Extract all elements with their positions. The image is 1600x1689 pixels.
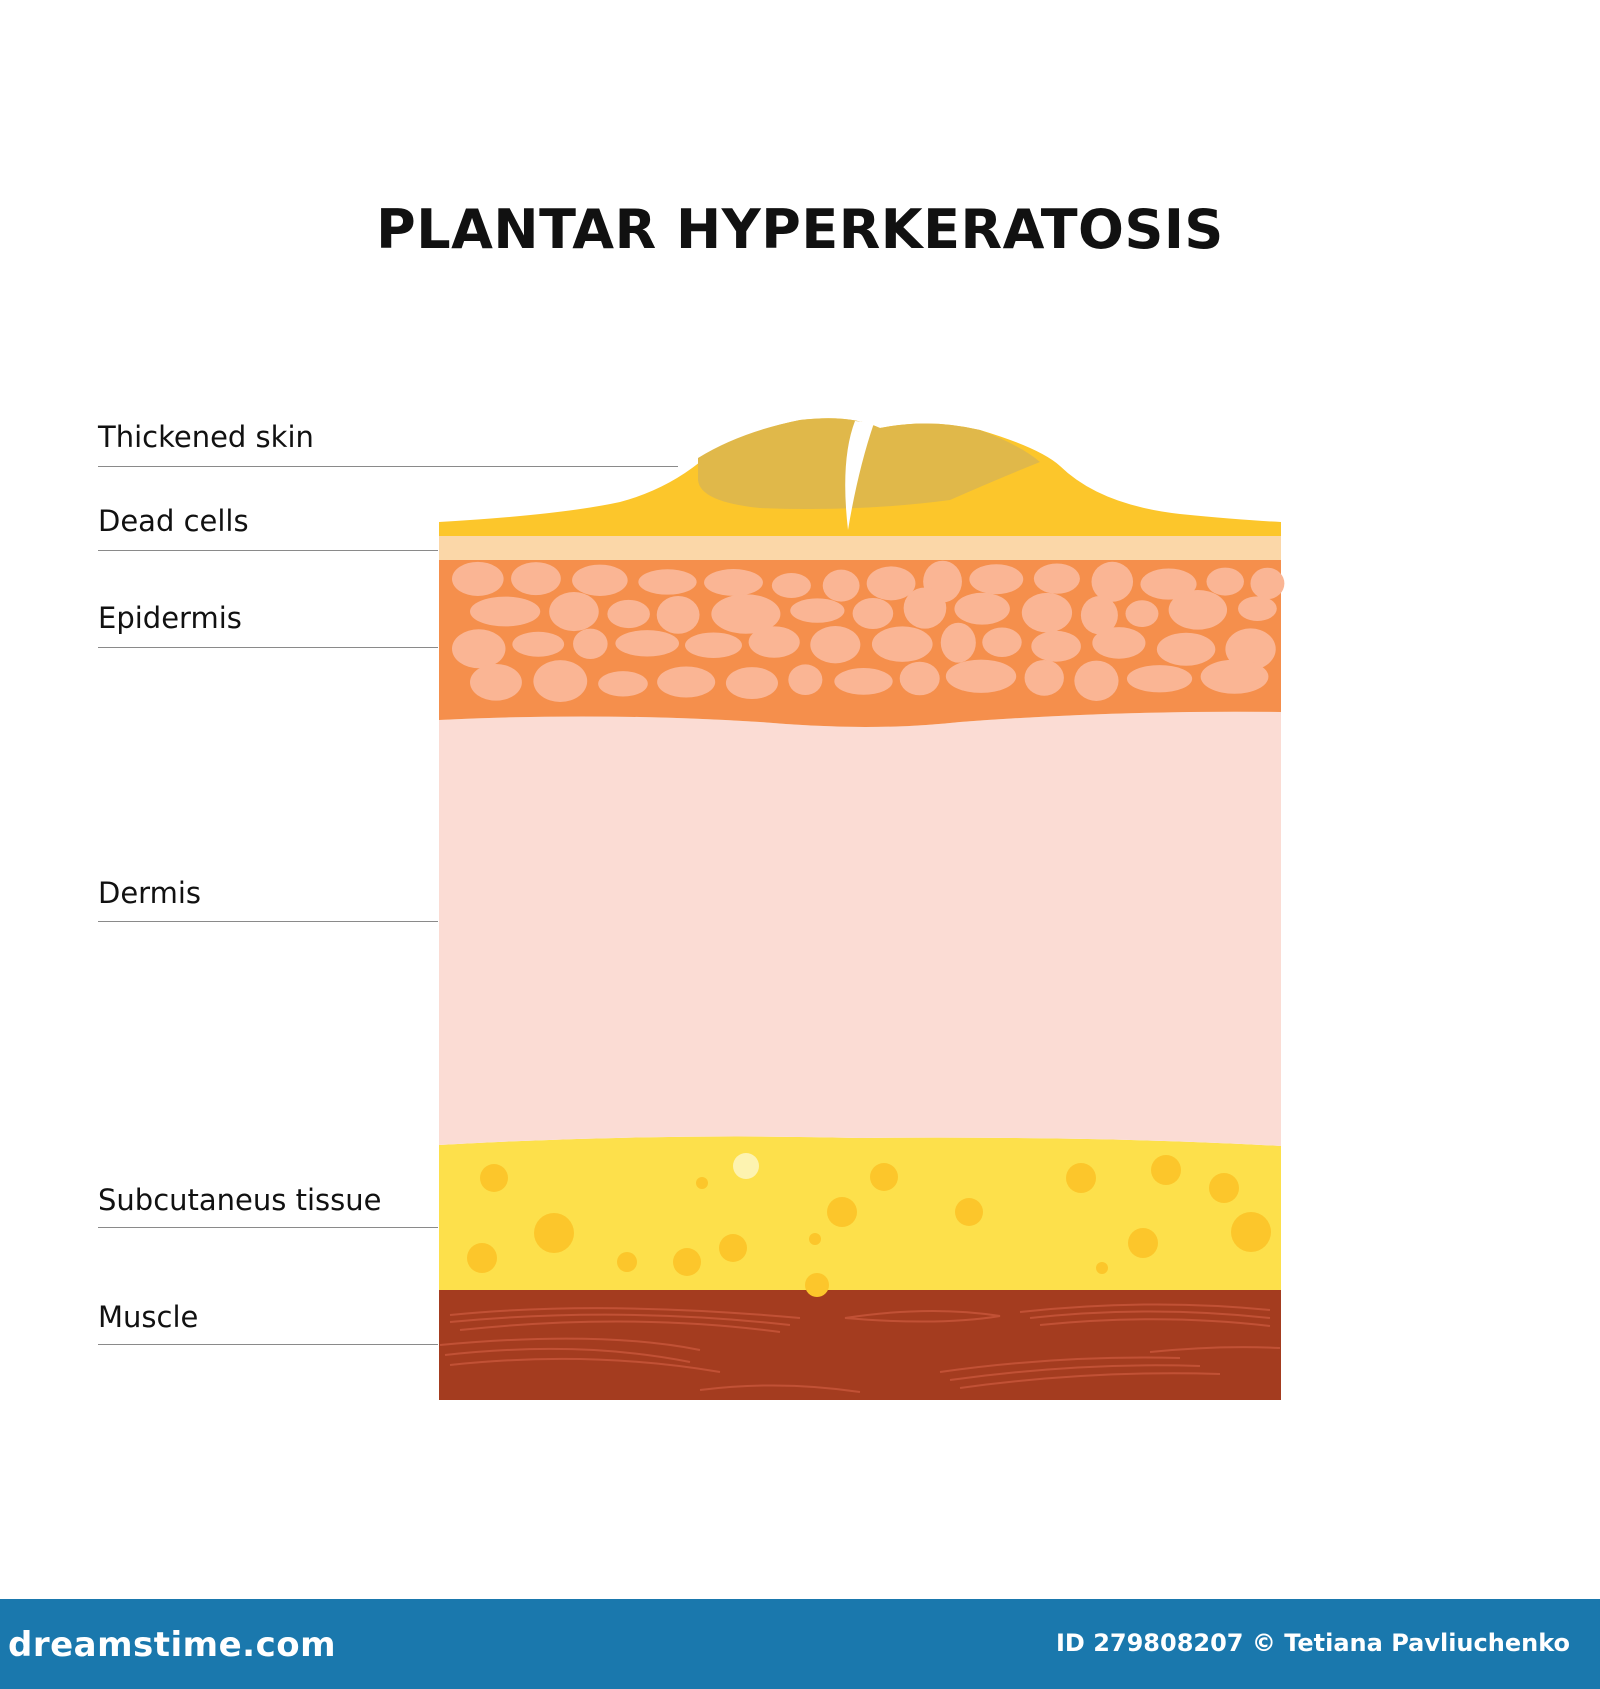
subcutaneous-layer (439, 1136, 1281, 1297)
epidermis-cell (810, 626, 861, 664)
epidermis-cell (549, 592, 599, 632)
leader-line-dermis (98, 921, 438, 922)
label-dermis: Dermis (98, 876, 202, 910)
epidermis-cell (657, 666, 716, 698)
label-epidermis: Epidermis (98, 601, 242, 635)
muscle-layer (439, 1290, 1281, 1400)
epidermis-cell (866, 566, 916, 601)
leader-line-subcutaneous-tissue (98, 1227, 438, 1228)
epidermis-cell (685, 632, 742, 659)
leader-line-epidermis (98, 647, 438, 648)
footer-bar: dreamstime.com ID 279808207 © Tetiana Pa… (0, 1599, 1600, 1689)
thickened-skin-layer (439, 418, 1281, 536)
epidermis-cell (1021, 592, 1073, 633)
subcutaneous-block (439, 1136, 1281, 1290)
epidermis-cell (533, 660, 588, 702)
muscle-fibers (439, 1303, 1281, 1393)
dead-cells-layer (439, 536, 1281, 560)
epidermis-cell (1140, 568, 1197, 600)
epidermis-cell (1206, 567, 1244, 596)
epidermis-cell (512, 631, 565, 657)
diagram-title: PLANTAR HYPERKERATOSIS (376, 198, 1224, 261)
epidermis-cell (1024, 659, 1064, 696)
epidermis-layer (439, 560, 1285, 727)
fat-globules (467, 1155, 1271, 1297)
epidermis-cell (834, 668, 893, 695)
epidermis-cell (1074, 660, 1119, 701)
epidermis-cell (711, 594, 781, 634)
epidermis-cell (470, 663, 522, 701)
leader-line-thickened-skin (98, 466, 678, 467)
epidermis-cell (1238, 596, 1277, 621)
epidermis-cell (822, 569, 860, 602)
dermis-layer (439, 711, 1281, 1146)
epidermis-cell (982, 627, 1022, 657)
epidermis-cell (572, 564, 628, 596)
epidermis-cell (511, 562, 561, 596)
highlight-globule (733, 1153, 759, 1179)
epidermis-cell (1168, 590, 1228, 630)
epidermis-cell (1080, 596, 1118, 635)
epidermis-cell (945, 659, 1017, 693)
epidermis-cell (725, 667, 778, 700)
footer-brand: dreamstime.com (8, 1625, 337, 1665)
epidermis-cell (903, 587, 947, 629)
epidermis-cell (452, 561, 504, 596)
epidermis-cell (1156, 632, 1216, 666)
epidermis-cell (852, 597, 894, 630)
epidermis-cell (638, 569, 697, 595)
epidermis-cell (899, 661, 940, 696)
leader-line-muscle (98, 1344, 438, 1345)
label-thickened-skin: Thickened skin (98, 420, 314, 454)
skin-cross-section (439, 418, 1285, 1400)
epidermis-cell (1033, 563, 1080, 594)
label-subcutaneous-tissue: Subcutaneus tissue (98, 1183, 382, 1217)
epidermis-cells (452, 560, 1285, 702)
epidermis-cell (788, 664, 823, 696)
epidermis-cell (771, 573, 811, 598)
epidermis-cell (790, 598, 845, 623)
epidermis-cell (573, 628, 608, 660)
epidermis-cell (1092, 627, 1146, 659)
epidermis-cell (452, 629, 506, 669)
epidermis-cell (748, 626, 800, 658)
footer-credit: ID 279808207 © Tetiana Pavliuchenko (1055, 1629, 1570, 1657)
leader-line-dead-cells (98, 550, 438, 551)
epidermis-cell (1031, 630, 1081, 662)
epidermis-cell (1126, 665, 1193, 693)
epidermis-cell (871, 626, 933, 662)
epidermis-cell (615, 630, 680, 657)
epidermis-cell (969, 564, 1024, 595)
epidermis-cell (1125, 600, 1159, 628)
callus-core (698, 418, 1040, 509)
muscle-block (439, 1290, 1281, 1400)
epidermis-cell (1200, 659, 1269, 694)
epidermis-cell (1091, 561, 1134, 602)
epidermis-cell (470, 596, 541, 627)
epidermis-cell (1250, 567, 1285, 600)
label-muscle: Muscle (98, 1300, 199, 1334)
epidermis-cell (598, 671, 648, 697)
epidermis-cell (704, 569, 763, 596)
epidermis-cell (940, 622, 976, 663)
epidermis-cell (607, 599, 650, 629)
skin-fissure (845, 421, 874, 530)
epidermis-cell (656, 595, 700, 634)
label-dead-cells: Dead cells (98, 504, 249, 538)
epidermis-cell (1225, 628, 1276, 670)
epidermis-cell (954, 592, 1010, 625)
